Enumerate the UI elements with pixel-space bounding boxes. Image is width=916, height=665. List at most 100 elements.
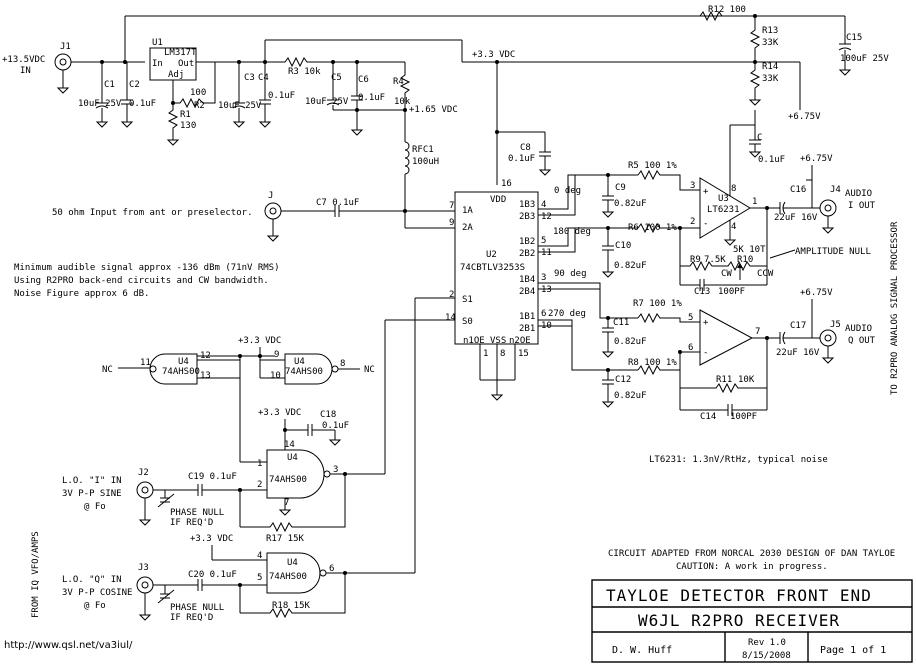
- u3-plus: +: [703, 187, 709, 197]
- c13-value: 100PF: [718, 287, 745, 297]
- r10-label: R10: [737, 255, 753, 265]
- r17-label: R17 15K: [266, 534, 305, 544]
- u3-part: LT6231: [707, 205, 740, 215]
- j4-iout: I OUT: [848, 201, 876, 211]
- c2-label: C2: [129, 80, 140, 90]
- v33-gate-label: +3.3 VDC: [238, 336, 281, 346]
- lo-q-1: L.O. "Q" IN: [62, 575, 122, 585]
- c12-value: 0.82uF: [614, 391, 647, 401]
- phase-null-q-2: IF REQ'D: [170, 613, 213, 623]
- u2-pin-n1oe: n1OE: [463, 336, 485, 346]
- u1-adj-pin: Adj: [168, 70, 184, 80]
- u1-out-pin: Out: [178, 59, 194, 69]
- adapted-note: CIRCUIT ADAPTED FROM NORCAL 2030 DESIGN …: [608, 549, 895, 559]
- u2-pin-2b1: 2B1: [519, 324, 535, 334]
- c4-value: 0.1uF: [268, 91, 295, 101]
- u4c-part: 74AHS00: [269, 475, 307, 485]
- r10-value: 5K 10T: [733, 245, 766, 255]
- c11-value: 0.82uF: [614, 337, 647, 347]
- r11-value: 10K: [738, 375, 755, 385]
- u2-vdd: VDD: [490, 195, 506, 205]
- j4-label: J4: [830, 185, 841, 195]
- r1-label: R1: [180, 110, 191, 120]
- r2-value: 100: [190, 88, 206, 98]
- page-number: Page 1 of 1: [820, 645, 886, 656]
- cu3-label: C: [757, 133, 762, 143]
- rf-input: 50 ohm Input from ant or preselector. J …: [14, 191, 455, 299]
- u3-pin-1: 1: [752, 197, 757, 207]
- u2-pin-s1: S1: [462, 295, 473, 305]
- v165-label: +1.65 VDC: [409, 105, 458, 115]
- source-url: http://www.qsl.net/va3iul/: [4, 640, 133, 651]
- vin-in-label: IN: [20, 66, 31, 76]
- u2-pin-n2oe: n2OE: [509, 336, 531, 346]
- c3-label: C3: [244, 73, 255, 83]
- j3-label: J3: [138, 563, 149, 573]
- nc-right: NC: [364, 365, 375, 375]
- nc-left: NC: [102, 365, 113, 375]
- noise-note: LT6231: 1.3nV/RtHz, typical noise: [649, 455, 828, 465]
- bias-divider: R12 100 R13 33K R14 33K +6.75V C15 100uF…: [699, 5, 889, 122]
- to-r2pro-label: TO R2PRO ANALOG SIGNAL PROCESSOR: [890, 221, 900, 395]
- v33-c18-label: +3.3 VDC: [258, 408, 301, 418]
- c14-label: C14: [700, 412, 716, 422]
- caution-note: CAUTION: A work in progress.: [676, 562, 828, 572]
- c11-label: C11: [613, 318, 629, 328]
- u2-pin-1a: 1A: [462, 206, 473, 216]
- lo-q-3: @ Fo: [84, 601, 106, 611]
- lo-i-3: @ Fo: [84, 502, 106, 512]
- u4c-pin-1: 1: [257, 459, 262, 469]
- u2-pin-2b2: 2B2: [519, 249, 535, 259]
- c19-label: C19 0.1uF: [188, 472, 237, 482]
- u3-opamp-q: + - 5 6 7 R11 10K C14 100PF C17 22uF 16V…: [678, 288, 876, 422]
- phase-null-q-1: PHASE NULL: [170, 603, 224, 613]
- r13-label: R13: [762, 26, 778, 36]
- u1-in-pin: In: [152, 59, 163, 69]
- u1-regulator: [149, 47, 197, 81]
- u4d-pin-4: 4: [257, 551, 262, 561]
- j-label: J: [268, 191, 273, 201]
- phase-90: 90 deg: [554, 269, 587, 279]
- j2-label: J2: [138, 468, 149, 478]
- u3-pin-3: 3: [690, 181, 695, 191]
- phase-null-i-1: PHASE NULL: [170, 508, 224, 518]
- lo-gates: +3.3 VDC NC U4 74AHS00 11 12 13 U4 74AHS…: [62, 297, 455, 623]
- c10-value: 0.82uF: [614, 261, 647, 271]
- r4-label: R4: [393, 77, 404, 87]
- r10-cw: CW: [721, 269, 732, 279]
- r4-value: 10k: [394, 97, 411, 107]
- u2-pin-2b3: 2B3: [519, 212, 535, 222]
- c13-label: C13: [694, 287, 710, 297]
- c1-label: C1: [104, 80, 115, 90]
- u1-part: LM317T: [164, 48, 197, 58]
- u4c-pin-3: 3: [333, 465, 338, 475]
- c1-value: 10uF 25V: [78, 99, 122, 109]
- input-note: 50 ohm Input from ant or preselector.: [52, 208, 252, 218]
- phase-null-i-2: IF REQ'D: [170, 518, 213, 528]
- u2-pin-7: 7: [449, 201, 454, 211]
- c5-label: C5: [331, 73, 342, 83]
- j5-label: J5: [830, 320, 841, 330]
- v675a-label: +6.75V: [788, 112, 821, 122]
- c6-label: C6: [358, 75, 369, 85]
- min-note-1: Minimum audible signal approx -136 dBm (…: [14, 263, 280, 273]
- u2-pin-5: 5: [541, 236, 546, 246]
- mux-outputs: 4 12 5 11 3 13 6 10 0 deg 180 deg 90 deg…: [538, 161, 700, 408]
- u2-pin-1: 1: [483, 349, 488, 359]
- subtitle: W6JL R2PRO RECEIVER: [638, 611, 840, 630]
- c2-value: 0.1uF: [129, 99, 156, 109]
- u4a-pin-12: 12: [200, 351, 211, 361]
- date: 8/15/2008: [742, 651, 791, 661]
- u1-label: U1: [152, 38, 163, 48]
- u2-pin-vss: VSS: [490, 336, 506, 346]
- u4b-part: 74AHS00: [285, 367, 323, 377]
- c17-value: 22uF 16V: [776, 348, 820, 358]
- lo-i-2: 3V P-P SINE: [62, 489, 122, 499]
- u4d-pin-5: 5: [257, 573, 262, 583]
- u2-pin-16: 16: [501, 179, 512, 189]
- u2-pin-1b1: 1B1: [519, 312, 535, 322]
- j5-audio: AUDIO: [845, 324, 872, 334]
- u3-pin-8: 8: [731, 184, 736, 194]
- cu3-value: 0.1uF: [758, 155, 785, 165]
